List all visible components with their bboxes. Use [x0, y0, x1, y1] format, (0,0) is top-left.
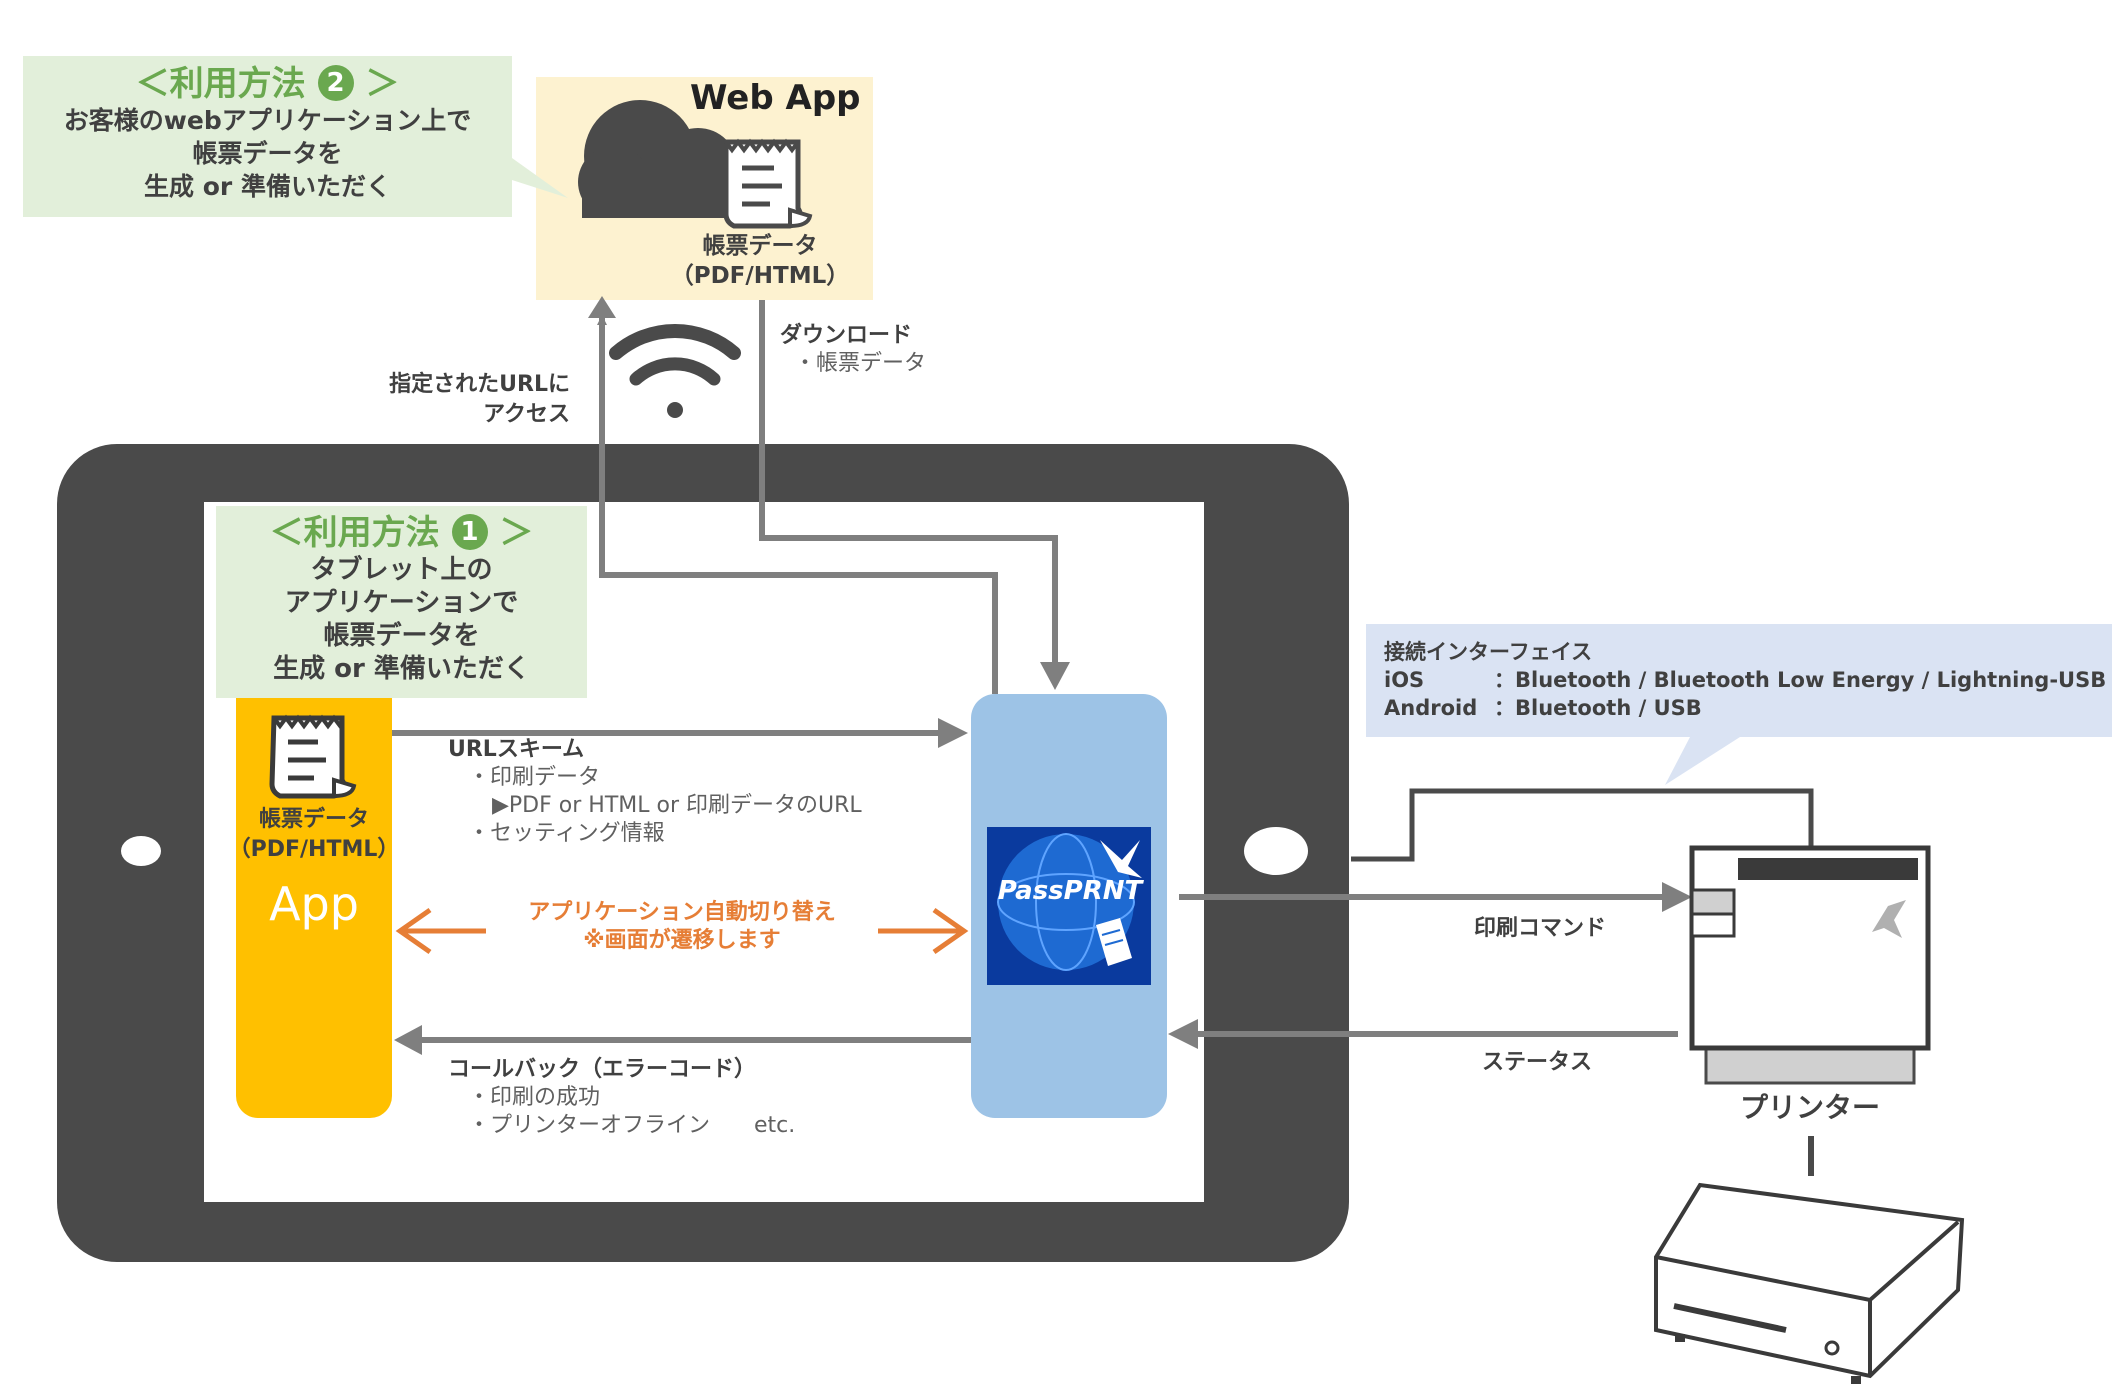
app-label: App: [269, 877, 359, 931]
interface-row: Android ：Bluetooth / USB: [1384, 694, 2106, 722]
url-scheme-label: URLスキーム ・印刷データ ▶PDF or HTML or 印刷データのURL…: [448, 736, 862, 848]
download-label: ダウンロード ・帳票データ: [780, 322, 926, 378]
callback-title: コールバック（エラーコード）: [448, 1057, 757, 1082]
interface-value: ：Bluetooth / Bluetooth Low Energy / Ligh…: [1494, 668, 2107, 692]
callback-label: コールバック（エラーコード） ・印刷の成功 ・プリンターオフライン etc.: [448, 1056, 795, 1140]
usage1-title: ＜利用方法 1 ＞: [216, 512, 587, 554]
app-doc-label: 帳票データ: [258, 807, 369, 832]
auto-switch-label: アプリケーション自動切り替え ※画面が遷移します: [490, 899, 874, 955]
webapp-doc-format: （PDF/HTML）: [670, 263, 850, 289]
usage2-line: 生成 or 準備いただく: [144, 172, 391, 201]
interface-os: iOS: [1384, 668, 1425, 692]
interface-value: ：Bluetooth / USB: [1494, 696, 1702, 720]
status-label: ステータス: [1482, 1050, 1593, 1075]
usage1-line: 帳票データを: [323, 621, 480, 651]
usage2-title-suffix: ＞: [365, 64, 400, 104]
webapp-receipt-icon: [723, 138, 813, 229]
tablet-camera: [121, 836, 161, 866]
url-scheme-title: URLスキーム: [448, 737, 585, 762]
cash-drawer-icon: [1654, 1182, 1965, 1384]
interface-info: 接続インターフェイス iOS ：Bluetooth / Bluetooth Low…: [1384, 638, 2106, 722]
interface-row: iOS ：Bluetooth / Bluetooth Low Energy / L…: [1384, 666, 2106, 694]
download-title: ダウンロード: [780, 323, 913, 348]
access-url-line: アクセス: [483, 402, 570, 427]
cloud-icon: [578, 100, 740, 218]
callback-item: ・プリンターオフライン etc.: [468, 1113, 796, 1138]
tablet-home-button: [1244, 827, 1308, 875]
interface-title: 接続インターフェイス: [1384, 640, 1593, 664]
download-arrow: [759, 300, 1060, 675]
usage1-title-suffix: ＞: [499, 513, 534, 553]
printer-label: プリンター: [1739, 1091, 1880, 1124]
app-doc-format: （PDF/HTML）: [228, 837, 400, 862]
usage2-callout: ＜利用方法 2 ＞ お客様のwebアプリケーション上で 帳票データを 生成 or…: [23, 64, 512, 203]
auto-switch-line: ※画面が遷移します: [583, 928, 781, 953]
app-panel: [236, 698, 392, 1118]
interface-os: Android: [1384, 696, 1478, 720]
wifi-icon: [609, 324, 741, 418]
usage2-badge: 2: [317, 64, 354, 101]
auto-switch-line: アプリケーション自動切り替え: [528, 900, 836, 925]
usage1-badge: 1: [451, 513, 488, 550]
passprnt-logo: [987, 827, 1151, 985]
usage2-line: お客様のwebアプリケーション上で: [63, 106, 472, 135]
access-url-line: 指定されたURLに: [389, 372, 570, 397]
print-command-label: 印刷コマンド: [1474, 916, 1607, 941]
webapp-doc-label: 帳票データ: [702, 233, 818, 259]
download-item: ・帳票データ: [794, 351, 927, 376]
interface-box: [1366, 624, 2112, 785]
usage1-callout-bg: [216, 506, 587, 730]
printer-icon: [1689, 845, 1931, 1085]
access-url-arrow: [597, 315, 998, 694]
connection-line: [1351, 788, 1814, 862]
usage1-callout: ＜利用方法 1 ＞ タブレット上の アプリケーションで 帳票データを 生成 or…: [216, 512, 587, 686]
usage1-line: アプリケーションで: [284, 588, 519, 618]
usage1-line: 生成 or 準備いただく: [273, 654, 530, 684]
webapp-title: Web App: [690, 78, 861, 118]
usage1-title-prefix: ＜利用方法: [269, 513, 440, 553]
url-scheme-item: ▶PDF or HTML or 印刷データのURL: [492, 793, 862, 818]
usage2-title: ＜利用方法 2 ＞: [23, 64, 512, 104]
auto-switch-arrows: [395, 907, 969, 955]
url-scheme-item: ・セッティング情報: [468, 821, 665, 846]
app-receipt-icon: [269, 714, 357, 799]
usage2-title-prefix: ＜利用方法: [135, 64, 306, 104]
usage2-line: 帳票データを: [192, 139, 343, 168]
access-url-label: 指定されたURLに アクセス: [300, 370, 570, 430]
passprnt-logo-text: PassPRNT: [997, 876, 1143, 906]
usage1-line: タブレット上の: [310, 555, 493, 585]
usage2-callout-bg: [23, 56, 568, 217]
callback-item: ・印刷の成功: [468, 1085, 601, 1110]
url-scheme-item: ・印刷データ: [468, 765, 601, 790]
